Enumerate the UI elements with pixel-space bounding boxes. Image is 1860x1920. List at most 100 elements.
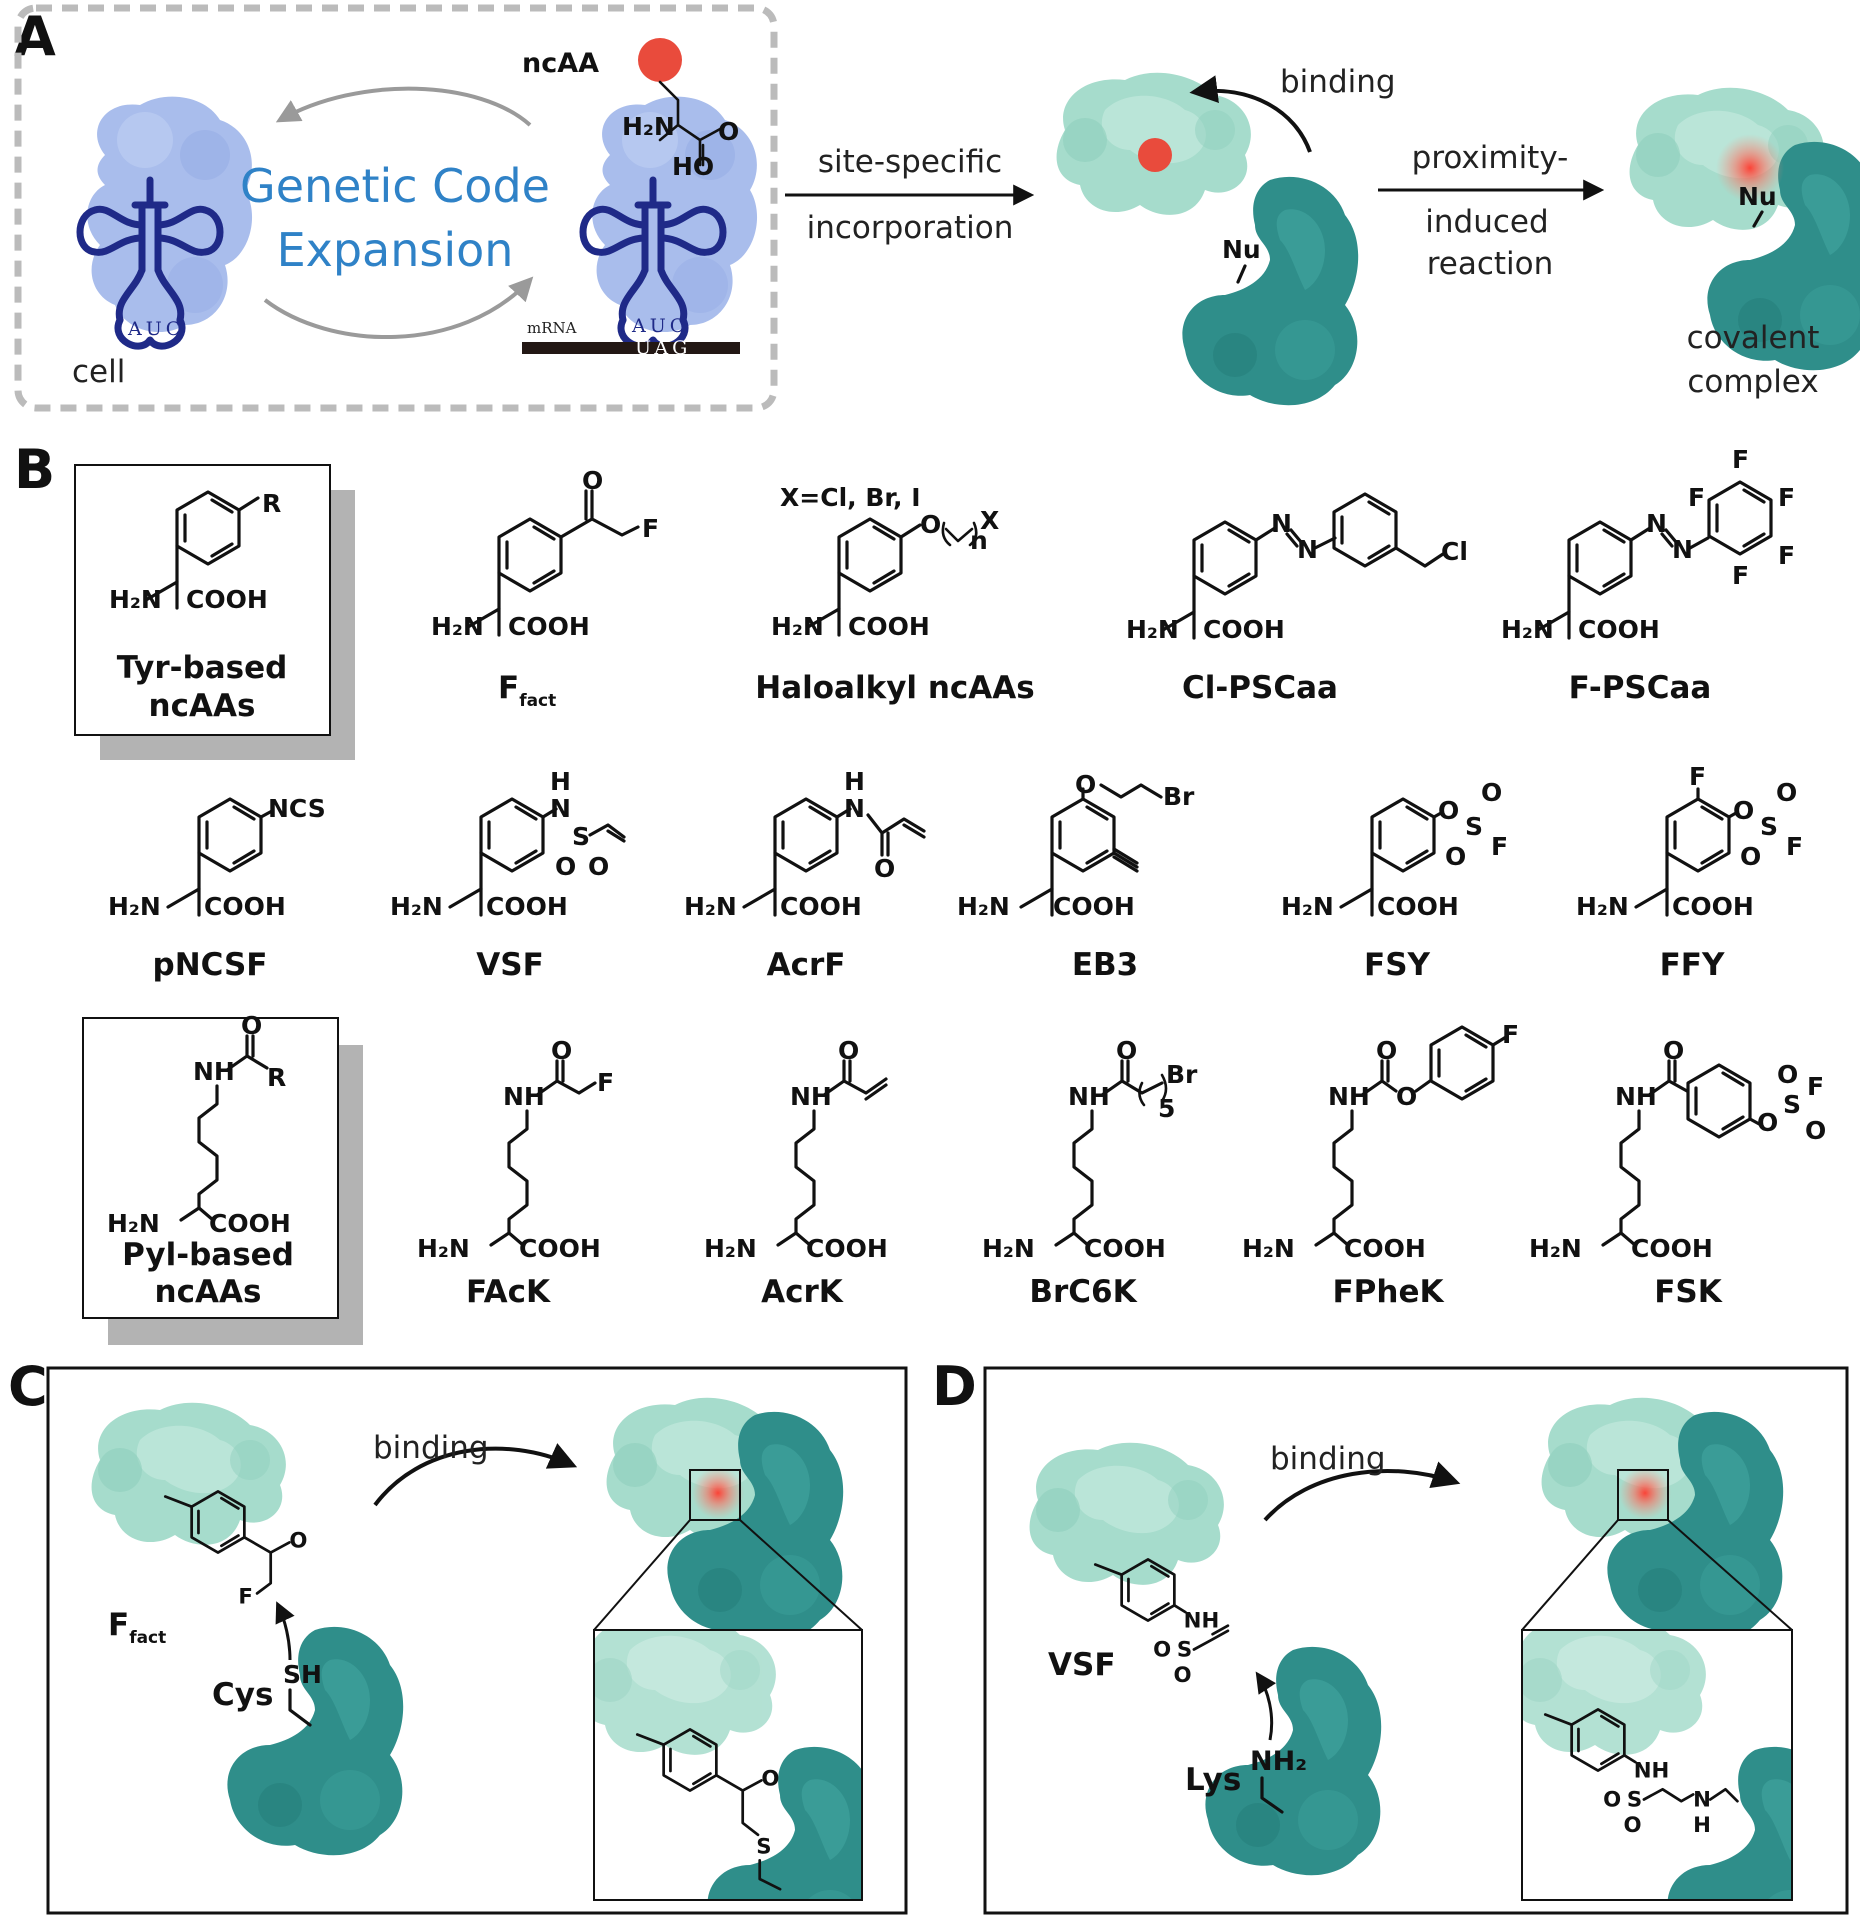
svg-text:H₂N: H₂N — [704, 1234, 757, 1263]
zoom-line-d-right — [1667, 1519, 1793, 1631]
structure-ffact: O F H₂N COOH — [431, 466, 659, 641]
structure-fsy: O S O O F H₂N COOH — [1281, 778, 1508, 921]
svg-text:H₂N: H₂N — [107, 1209, 160, 1238]
structure-acrf: H N O H₂N COOH — [684, 767, 926, 921]
svg-text:COOH: COOH — [1631, 1234, 1713, 1263]
svg-text:COOH: COOH — [204, 892, 286, 921]
zoom-line-d-left — [1521, 1519, 1619, 1631]
reaction-glow-a — [1716, 134, 1784, 202]
name-fsy: FSY — [1364, 947, 1431, 983]
svg-text:H₂N: H₂N — [390, 892, 443, 921]
tyr-box — [74, 464, 331, 736]
svg-text:F: F — [1778, 483, 1795, 512]
name-cl-pscaa: Cl-PSCaa — [1182, 670, 1338, 706]
svg-text:COOH: COOH — [519, 1234, 601, 1263]
anticodon-left: AUC — [127, 318, 184, 340]
svg-text:O: O — [551, 1036, 572, 1065]
tyr-generic-structure: H₂N COOH — [109, 492, 268, 614]
zoom-line-c-right — [739, 1519, 863, 1631]
zoom-line-c-left — [593, 1519, 691, 1631]
panel-c-frame — [46, 1366, 908, 1915]
svg-text:COOH: COOH — [1377, 892, 1459, 921]
ncaa-o: O — [718, 117, 739, 146]
cell-label: cell — [72, 354, 125, 390]
structure-fack: NH O F H₂N COOH — [417, 1036, 614, 1263]
cycle-arrow-bottom — [263, 276, 534, 339]
svg-text:n: n — [970, 526, 988, 555]
svg-text:H₂N: H₂N — [1281, 892, 1334, 921]
svg-text:NH: NH — [790, 1082, 832, 1111]
structure-haloalkyl: O n X H₂N COOH — [771, 506, 999, 641]
svg-text:O: O — [1153, 1637, 1171, 1662]
protein-dark-a1 — [1182, 176, 1359, 406]
step2-line3: reaction — [1427, 246, 1554, 282]
svg-text:F: F — [1807, 1072, 1824, 1101]
name-f-pscaa: F-PSCaa — [1569, 670, 1712, 706]
svg-text:H₂N: H₂N — [1501, 615, 1554, 644]
cys-label-c: Cys — [212, 1677, 273, 1713]
svg-text:Br: Br — [1166, 1060, 1198, 1089]
structure-eb3: O Br H₂N COOH — [957, 770, 1195, 921]
structure-cl-pscaa: N N Cl H₂N COOH — [1126, 492, 1468, 644]
svg-text:O: O — [1777, 1060, 1798, 1089]
panel-c: C O F Ffact SH Cys binding O S — [8, 1355, 908, 1915]
cys-chain-c — [288, 1688, 312, 1727]
anticodon-right: AUC — [631, 315, 688, 337]
structure-acrk: NH O H₂N COOH — [704, 1036, 888, 1263]
svg-text:N: N — [550, 794, 571, 823]
name-pncsf: pNCSF — [153, 947, 268, 983]
ncaa-label: ncAA — [522, 48, 599, 79]
svg-text:H₂N: H₂N — [417, 1234, 470, 1263]
svg-text:H₂N: H₂N — [684, 892, 737, 921]
structure-f-pscaa: N N F F F F F H₂N COOH — [1501, 445, 1795, 644]
name-acrk: AcrK — [761, 1274, 844, 1310]
mrna-label: mRNA — [527, 319, 577, 337]
svg-text:O: O — [588, 852, 609, 881]
inset-c-structure: O S — [635, 1728, 782, 1891]
svg-text:H₂N: H₂N — [109, 585, 162, 614]
svg-text:NH: NH — [193, 1057, 235, 1086]
attack-arrow-d — [1255, 1671, 1277, 1741]
binding-arrow-d — [1263, 1461, 1461, 1522]
nu-bond-1 — [1236, 264, 1247, 284]
svg-text:COOH: COOH — [806, 1234, 888, 1263]
svg-text:O: O — [1438, 796, 1459, 825]
ncaa-h2n: H₂N — [622, 112, 675, 141]
svg-text:H: H — [550, 767, 571, 796]
panel-d: D NH S O O VSF NH₂ Lys binding NH S O O — [932, 1355, 1849, 1915]
panel-a: A AUC cell Genetic Code Expansion AUC mR… — [14, 4, 1860, 412]
svg-text:COOH: COOH — [1203, 615, 1285, 644]
svg-text:O: O — [1757, 1108, 1778, 1137]
gce-line-2: Expansion — [277, 223, 514, 277]
step1-line2: incorporation — [807, 210, 1014, 246]
binding-label-a: binding — [1280, 64, 1396, 100]
svg-text:F: F — [1689, 762, 1706, 791]
svg-text:S: S — [1465, 812, 1483, 841]
nu-label-2: Nu — [1738, 182, 1777, 211]
nu-bond-2 — [1752, 210, 1764, 228]
result-line1: covalent — [1687, 320, 1820, 356]
sh-label-c: SH — [283, 1660, 322, 1689]
svg-text:O: O — [1603, 1787, 1621, 1812]
name-fack: FAcK — [466, 1274, 551, 1310]
svg-text:F: F — [642, 514, 659, 543]
reaction-glow-c — [692, 1467, 744, 1519]
binding-label-d: binding — [1270, 1441, 1386, 1477]
svg-text:F: F — [1778, 541, 1795, 570]
svg-text:COOH: COOH — [1578, 615, 1660, 644]
svg-text:O: O — [1445, 842, 1466, 871]
step2-line2: induced — [1425, 204, 1548, 240]
lys-label-d: Lys — [1185, 1762, 1241, 1798]
step2-line1: proximity- — [1412, 140, 1569, 176]
svg-text:H₂N: H₂N — [1529, 1234, 1582, 1263]
svg-text:S: S — [1783, 1090, 1801, 1119]
svg-text:O: O — [874, 854, 895, 883]
svg-text:Cl: Cl — [1441, 537, 1468, 566]
structure-fphek: NH O O F H₂N COOH — [1242, 1020, 1519, 1263]
pyl-box-line2: ncAAs — [155, 1274, 262, 1310]
svg-text:O: O — [761, 1767, 779, 1792]
protein-light-d — [1029, 1442, 1224, 1585]
svg-text:O: O — [920, 510, 941, 539]
name-brc6k: BrC6K — [1029, 1274, 1137, 1310]
svg-text:Br: Br — [1163, 782, 1195, 811]
